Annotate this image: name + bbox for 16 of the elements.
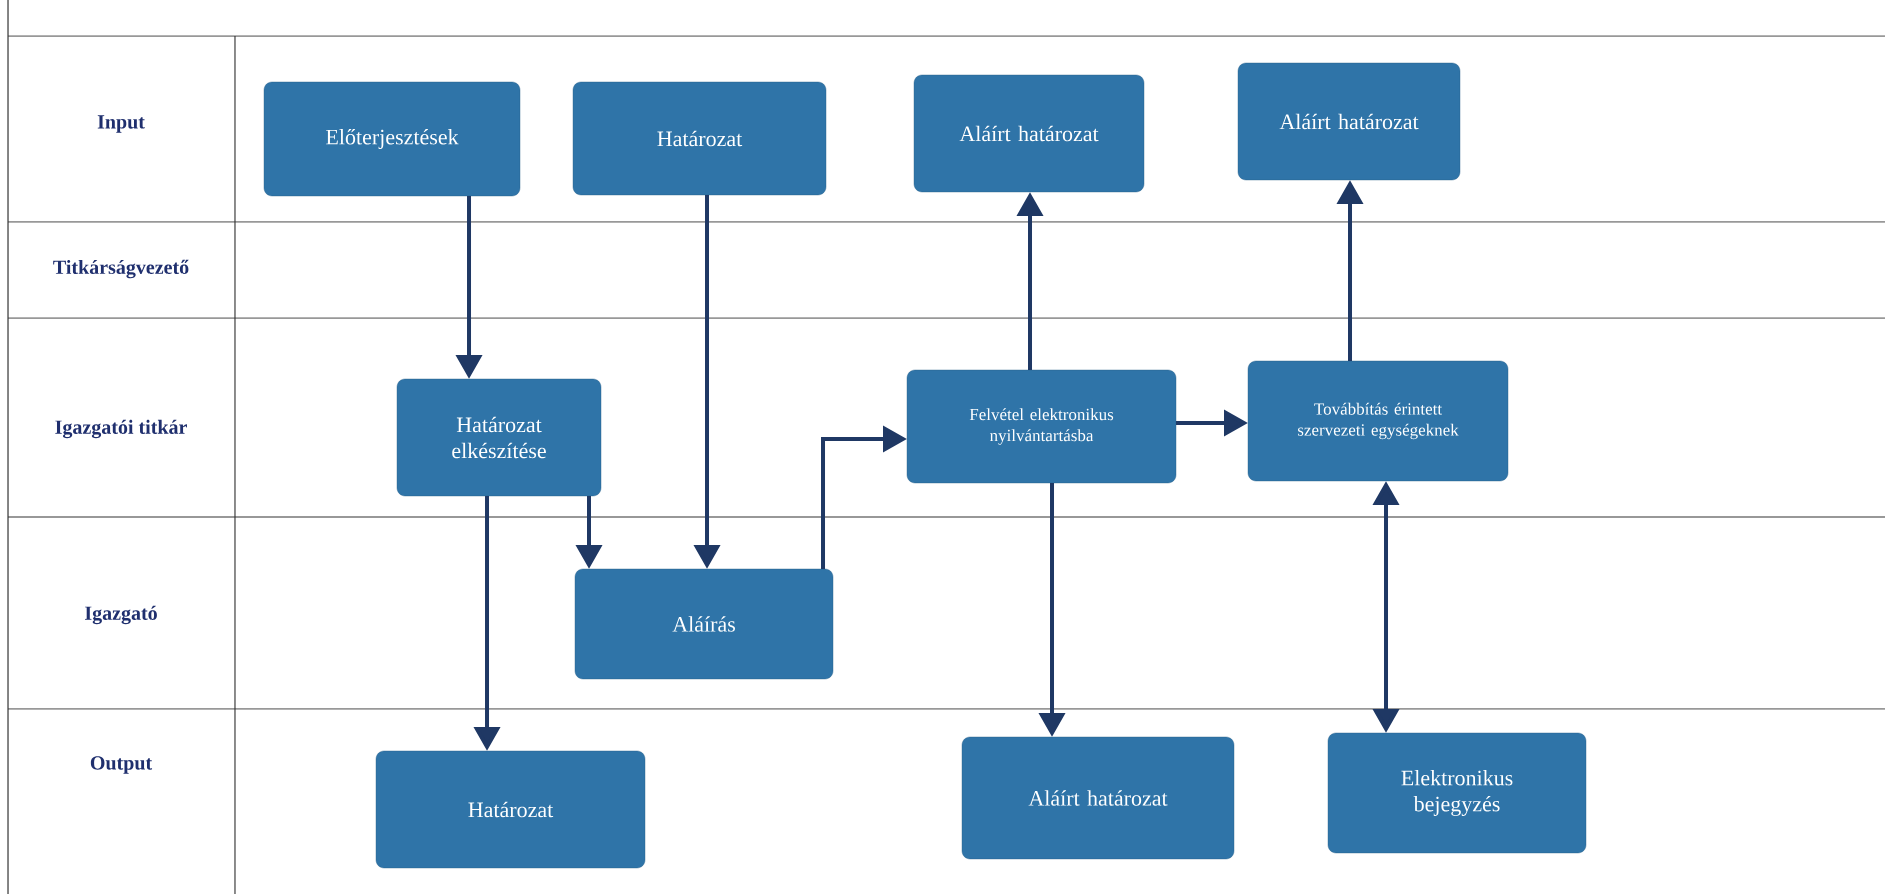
process-box: Aláírás [574,568,834,680]
lane-label: Output [90,756,153,774]
process-box: Aláírt határozat [1237,62,1461,181]
process-box: Aláírt határozat [961,736,1235,860]
lane-label: Input [97,115,145,133]
process-box: Előterjesztések [263,81,521,197]
process-box: Határozat [572,81,827,196]
lane-label: Igazgató [85,605,157,625]
process-box: Aláírt határozat [913,74,1145,193]
lane-label: Igazgatói titkár [55,419,187,439]
process-box: Határozat elkészítése [396,378,602,497]
process-box: Határozat [375,750,646,869]
process-box: Felvétel elektronikus nyilvántartásba [906,369,1177,484]
process-box: Elektronikus bejegyzés [1327,732,1587,854]
process-box: Továbbítás érintett szervezeti egységeknek [1247,360,1509,482]
lane-label: Titkárságvezető [53,259,189,279]
